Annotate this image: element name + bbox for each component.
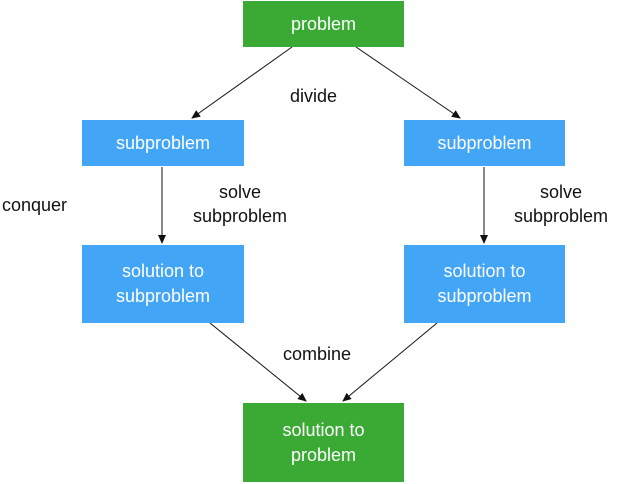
solution-right-line1: solution to: [443, 261, 526, 281]
conquer-label: conquer: [2, 195, 68, 215]
subproblem-left-node: subproblem: [82, 120, 244, 166]
solve-right-line1: solve: [540, 182, 583, 202]
solution-line2: problem: [290, 444, 357, 465]
arrow-problem-to-subproblem-left: [191, 46, 293, 119]
solution-left-line1: solution to: [121, 261, 205, 281]
problem-node-text: problem: [290, 13, 357, 34]
solve-right-label: solve subproblem: [514, 180, 608, 228]
solve-left-line1: solve: [219, 182, 262, 202]
solution-left-line2: subproblem: [115, 286, 211, 306]
problem-node: problem: [243, 1, 404, 47]
solution-line1: solution to: [282, 419, 365, 440]
solve-right-line2: subproblem: [514, 206, 609, 226]
subproblem-right-node: subproblem: [404, 120, 565, 166]
solution-node: solution to problem: [243, 403, 404, 482]
subproblem-left-text: subproblem: [115, 132, 211, 153]
arrow-solution-right-to-solution: [342, 322, 438, 402]
solve-left-label: solve subproblem: [193, 180, 287, 228]
arrow-problem-to-subproblem-right: [355, 46, 461, 119]
solution-right-line2: subproblem: [437, 286, 532, 306]
arrow-solution-left-to-solution: [209, 322, 307, 402]
subproblem-right-text: subproblem: [437, 132, 532, 153]
divide-label: divide: [290, 86, 338, 106]
solution-right-node: solution to subproblem: [404, 245, 565, 323]
solution-left-node: solution to subproblem: [82, 245, 244, 323]
solve-left-line2: subproblem: [193, 206, 288, 226]
combine-label: combine: [283, 344, 352, 364]
